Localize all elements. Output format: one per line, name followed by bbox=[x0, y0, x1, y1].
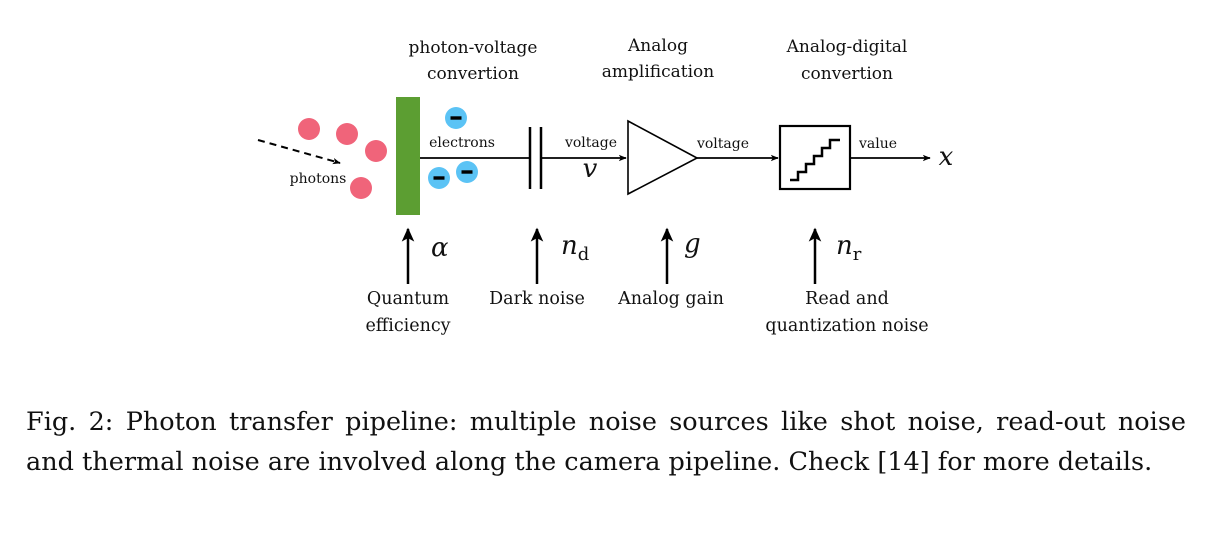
symbol-alpha: α bbox=[431, 233, 449, 263]
stage-title-analog-amplification-line1: Analog bbox=[627, 36, 688, 56]
staircase-icon bbox=[790, 138, 840, 182]
figure-caption: Fig. 2: Photon transfer pipeline: multip… bbox=[26, 407, 1186, 477]
stage-title-photon-voltage-line2: convertion bbox=[427, 64, 519, 84]
quantum-efficiency-label-line2: efficiency bbox=[365, 316, 450, 336]
symbol-x: x bbox=[939, 142, 954, 172]
analog-gain-label: Analog gain bbox=[617, 289, 724, 309]
photon-dot bbox=[336, 123, 358, 145]
sensor-bar bbox=[396, 97, 420, 215]
stage-title-analog-digital-line2: convertion bbox=[801, 64, 893, 84]
amplifier-triangle bbox=[627, 119, 699, 196]
dark-noise-label: Dark noise bbox=[489, 289, 585, 309]
photon-incoming-arrow bbox=[257, 139, 341, 165]
electron-icon bbox=[445, 107, 467, 129]
stage-title-photon-voltage-line1: photon-voltage bbox=[408, 38, 537, 58]
photon-dot bbox=[298, 118, 320, 140]
photons-label: photons bbox=[290, 171, 347, 187]
symbol-v: v bbox=[583, 154, 598, 184]
symbol-n-d: nd bbox=[561, 231, 589, 265]
read-quantization-label-line1: Read and bbox=[805, 289, 889, 309]
electron-icon bbox=[456, 161, 478, 183]
stage-title-analog-digital-line1: Analog-digital bbox=[786, 37, 908, 57]
photon-dot bbox=[365, 140, 387, 162]
stage-title-analog-amplification-line2: amplification bbox=[602, 62, 715, 82]
electron-icon bbox=[428, 167, 450, 189]
photon-transfer-diagram: photon-voltage convertion Analog amplifi… bbox=[257, 36, 954, 336]
read-quantization-label-line2: quantization noise bbox=[765, 316, 928, 336]
symbol-g: g bbox=[684, 229, 701, 259]
symbol-n-r: nr bbox=[836, 231, 862, 265]
photon-dot bbox=[350, 177, 372, 199]
electrons-label: electrons bbox=[429, 135, 495, 151]
voltage-label-out: voltage bbox=[696, 136, 749, 152]
voltage-label-in: voltage bbox=[564, 135, 617, 151]
value-label: value bbox=[858, 136, 897, 152]
quantum-efficiency-label-line1: Quantum bbox=[367, 289, 450, 309]
